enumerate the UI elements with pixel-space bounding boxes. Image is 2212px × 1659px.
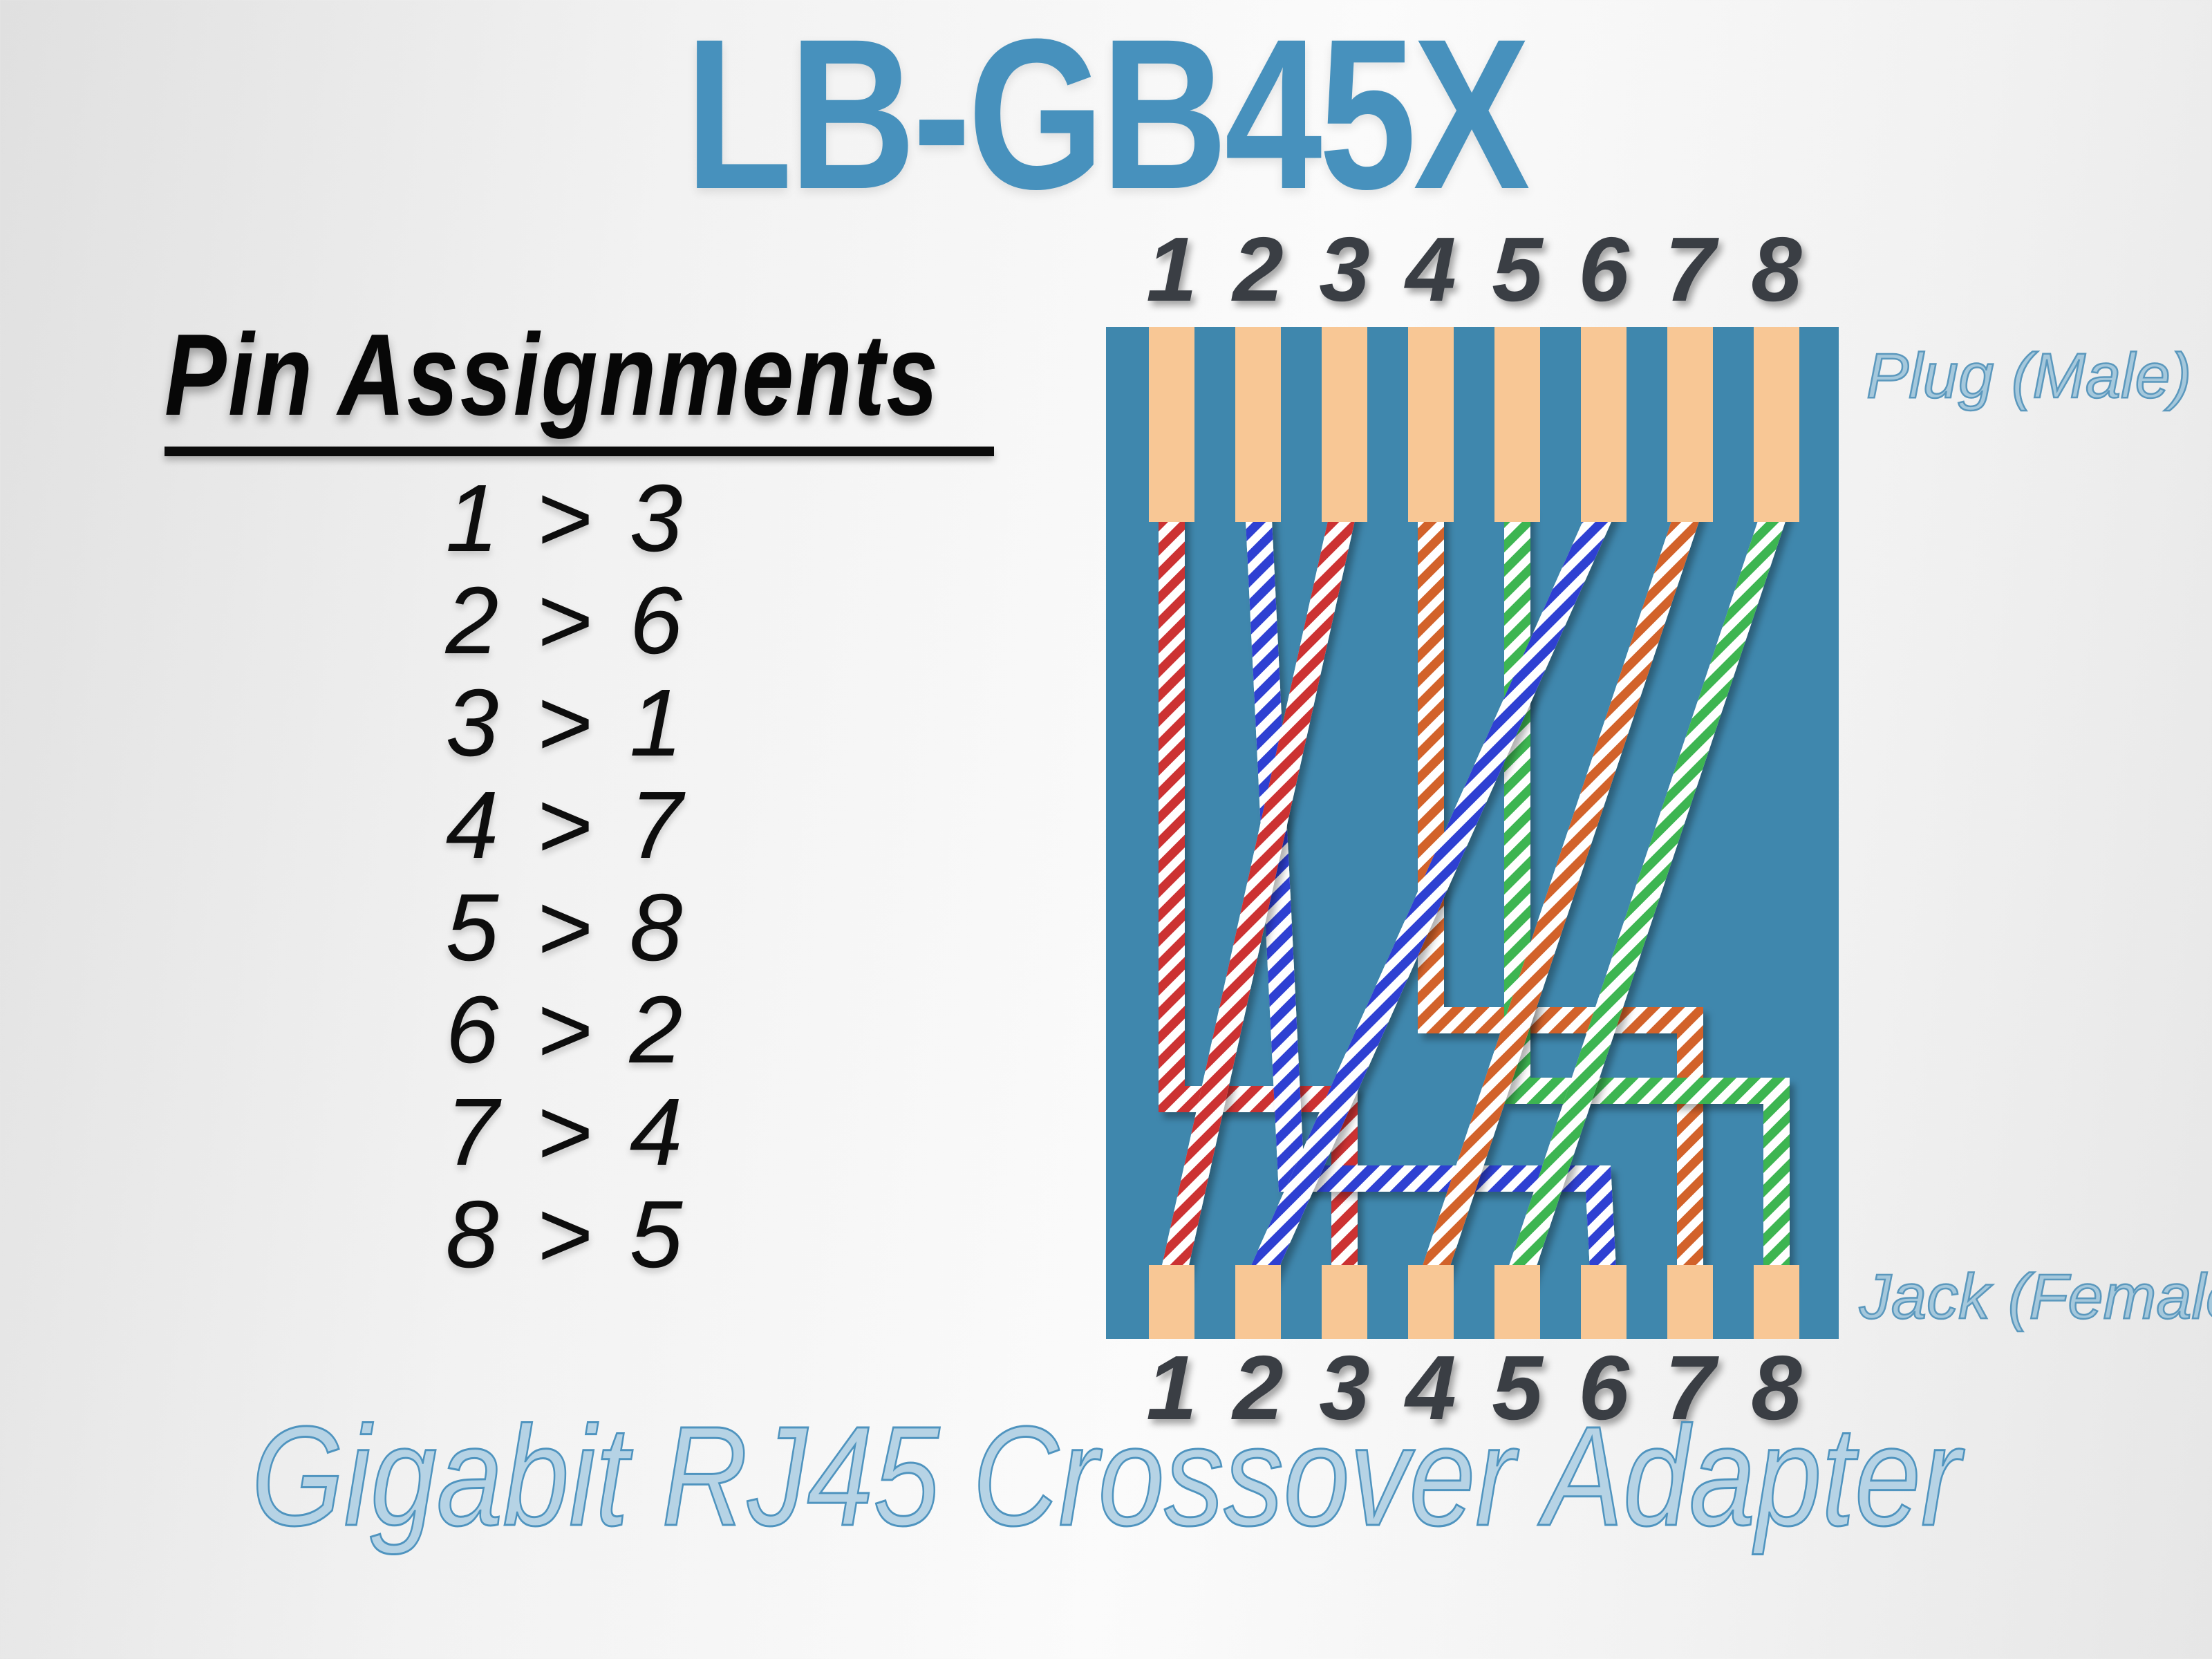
- pin-assignment-row: 2 > 6: [445, 568, 688, 674]
- jack-pin-2: [1235, 1265, 1281, 1339]
- jack-pin-5: [1494, 1265, 1540, 1339]
- pin-assignment-row: 8 > 5: [445, 1181, 688, 1288]
- jack-pin-number-1: 1: [1146, 1337, 1197, 1438]
- pin-assignment-row: 4 > 7: [445, 772, 688, 879]
- pin-assignment-row: 5 > 8: [445, 874, 688, 981]
- wire-plug4-to-jack7: [1418, 507, 1703, 1282]
- page-title: LB-GB45X: [685, 0, 1530, 234]
- wire-plug6-to-jack2: [1246, 501, 1616, 1288]
- plug-pin-number-2: 2: [1232, 218, 1284, 320]
- plug-pin-1: [1149, 327, 1194, 522]
- pin-assignment-row: 1 > 3: [445, 465, 688, 572]
- jack-pin-4: [1408, 1265, 1454, 1339]
- plug-male-label: Plug (Male): [1866, 340, 2193, 412]
- jack-pin-number-6: 6: [1578, 1337, 1629, 1438]
- jack-pin-1: [1149, 1265, 1194, 1339]
- heading-underline: [165, 447, 994, 456]
- plug-pin-5: [1494, 327, 1540, 522]
- jack-pin-number-8: 8: [1751, 1337, 1802, 1438]
- jack-pin-7: [1667, 1265, 1713, 1339]
- pin-assignment-row: 3 > 1: [445, 670, 688, 776]
- jack-pin-number-4: 4: [1405, 1337, 1456, 1438]
- pin-assignment-row: 7 > 4: [445, 1079, 688, 1185]
- plug-pin-7: [1667, 327, 1713, 522]
- wire-plug5-to-jack8: [1504, 507, 1790, 1282]
- wire-plug3-to-jack1: [1159, 503, 1358, 1286]
- jack-pin-number-3: 3: [1319, 1337, 1370, 1438]
- plug-pin-number-7: 7: [1665, 218, 1716, 320]
- wire-plug8-to-jack5: [1504, 502, 1790, 1287]
- pin-assignment-row: 6 > 2: [445, 977, 688, 1083]
- plug-pin-8: [1754, 327, 1799, 522]
- plug-pin-2: [1235, 327, 1281, 522]
- jack-pin-6: [1581, 1265, 1627, 1339]
- jack-pin-number-2: 2: [1232, 1337, 1284, 1438]
- jack-female-label: Jack (Female): [1859, 1261, 2212, 1333]
- wire-plug7-to-jack4: [1418, 502, 1703, 1287]
- wiring-diagram-panel: [1106, 327, 1839, 1339]
- jack-pin-8: [1754, 1265, 1799, 1339]
- pin-assignments-heading: Pin Assignments: [165, 310, 940, 440]
- plug-pin-number-5: 5: [1492, 218, 1543, 320]
- plug-pin-6: [1581, 327, 1627, 522]
- plug-pin-4: [1408, 327, 1454, 522]
- plug-pin-number-3: 3: [1319, 218, 1370, 320]
- plug-pin-number-4: 4: [1405, 218, 1456, 320]
- plug-pin-3: [1322, 327, 1367, 522]
- jack-pin-number-5: 5: [1492, 1337, 1543, 1438]
- plug-pin-number-8: 8: [1751, 218, 1802, 320]
- product-subtitle: Gigabit RJ45 Crossover Adapter: [250, 1397, 1961, 1555]
- plug-pin-number-1: 1: [1146, 218, 1197, 320]
- plug-pin-number-6: 6: [1578, 218, 1629, 320]
- jack-pin-number-7: 7: [1665, 1337, 1716, 1438]
- jack-pin-3: [1322, 1265, 1367, 1339]
